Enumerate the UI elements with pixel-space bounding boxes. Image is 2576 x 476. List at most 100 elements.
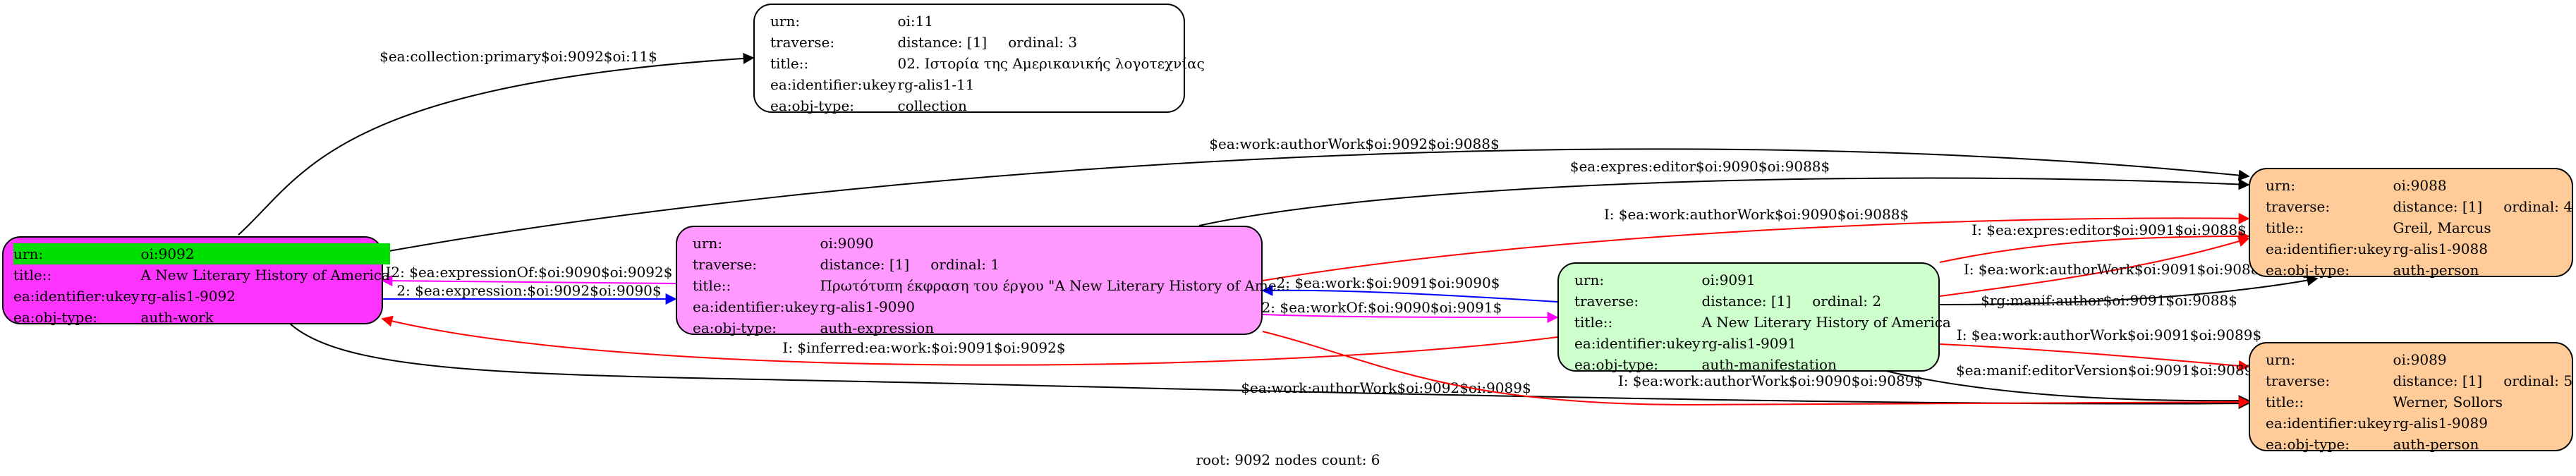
edge-inferred-authorwork-9090-9088 — [1262, 212, 2250, 281]
title-value: A New Literary History of America — [140, 267, 390, 283]
node-oi-11[interactable]: urn: oi:11 traverse: distance: [1] ordinal:… — [753, 4, 1205, 114]
type-label: ea:obj-type: — [693, 319, 777, 336]
title-label: title:: — [2266, 219, 2304, 236]
urn-label: urn: — [770, 13, 801, 30]
edge-label-inferred-authorwork-9091-9088: I: $ea:work:authorWork$oi:9091$oi:9088$ — [1964, 261, 2268, 278]
node-oi-9091[interactable]: urn: oi:9091 traverse: distance: [1] ordina… — [1557, 262, 1951, 373]
distance-value: distance: [1] — [2393, 372, 2483, 389]
edge-manif-editorversion — [1869, 366, 2250, 407]
edge-label-expression: 2: $ea:expression:$oi:9092$oi:9090$ — [396, 282, 661, 299]
ukey-label: ea:identifier:ukey — [13, 288, 140, 305]
edge-label-work-authorwork-9092-9088: $ea:work:authorWork$oi:9092$oi:9088$ — [1209, 135, 1499, 152]
edge-rg-manif-author — [1939, 274, 2319, 305]
ukey-value: rg-alis1-9088 — [2393, 240, 2488, 257]
edge-inferred-authorwork-9091-9089 — [1939, 343, 2250, 372]
edge-label-work-of: I2: $ea:workOf:$oi:9090$oi:9091$ — [1256, 299, 1502, 316]
edge-work — [1261, 284, 1558, 303]
edge-label-work: 2: $ea:work:$oi:9091$oi:9090$ — [1277, 274, 1500, 291]
type-label: ea:obj-type: — [2266, 262, 2350, 279]
ukey-label: ea:identifier:ukey — [2266, 240, 2392, 257]
urn-value: oi:9090 — [820, 235, 874, 252]
type-value: auth-person — [2393, 262, 2479, 279]
distance-value: distance: [1] — [897, 34, 988, 51]
ukey-value: rg-alis1-11 — [897, 76, 975, 93]
node-oi-9088[interactable]: urn: oi:9088 traverse: distance: [1] ordina… — [2249, 168, 2573, 279]
urn-value: oi:9089 — [2393, 351, 2447, 368]
type-value: auth-person — [2393, 436, 2479, 453]
distance-value: distance: [1] — [2393, 198, 2483, 215]
edge-work-of — [1262, 311, 1559, 323]
node-oi-9092[interactable]: urn: oi:9092 title::A New Literary Histor… — [2, 236, 390, 326]
urn-value: oi:9092 — [140, 245, 195, 262]
edge-label-inferred-editor-9091-9088: I: $ea:expres:editor$oi:9091$oi:9088$ — [1972, 221, 2247, 238]
type-label: ea:obj-type: — [2266, 436, 2350, 453]
ordinal-value: ordinal: 4 — [2503, 198, 2573, 215]
title-label: title:: — [1574, 314, 1613, 331]
ordinal-value: ordinal: 3 — [1008, 34, 1078, 51]
urn-label: urn: — [2266, 351, 2296, 368]
traverse-label: traverse: — [770, 34, 835, 51]
ordinal-value: ordinal: 5 — [2503, 372, 2573, 389]
ukey-label: ea:identifier:ukey — [2266, 415, 2392, 432]
edge-inferred-work — [381, 315, 1558, 366]
title-value: Werner, Sollors — [2393, 393, 2503, 410]
title-label: title:: — [693, 277, 731, 294]
traverse-label: traverse: — [2266, 198, 2331, 215]
urn-value: oi:9088 — [2393, 177, 2447, 194]
ukey-value: rg-alis1-9092 — [140, 288, 236, 305]
urn-value: oi:9091 — [1701, 271, 1756, 288]
edge-label-work-authorwork-9092-9089: $ea:work:authorWork$oi:9092$oi:9089$ — [1241, 379, 1531, 396]
distance-value: distance: [1] — [1701, 293, 1792, 310]
traverse-label: traverse: — [693, 256, 758, 273]
ordinal-value: ordinal: 1 — [930, 256, 1000, 273]
title-label: title:: — [13, 267, 52, 283]
edge-inferred-editor-9091-9088 — [1939, 231, 2250, 263]
edge-expres-editor-9090-9088 — [1198, 177, 2250, 226]
title-value: Πρωτότυπη έκφραση του έργου "A New Liter… — [820, 277, 1290, 294]
ukey-label: ea:identifier:ukey — [770, 76, 897, 93]
distance-value: distance: [1] — [820, 256, 910, 273]
ukey-label: ea:identifier:ukey — [1574, 335, 1701, 352]
edge-label-expression-of: I2: $ea:expressionOf:$oi:9090$oi:9092$ — [386, 264, 673, 281]
edge-label-inferred-authorwork-9090-9089: I: $ea:work:authorWork$oi:9090$oi:9089$ — [1618, 372, 1923, 389]
edge-label-rg-manif-author: $rg:manif:author$oi:9091$oi:9088$ — [1981, 292, 2237, 309]
type-label: ea:obj-type: — [13, 309, 98, 326]
ukey-value: rg-alis1-9091 — [1701, 335, 1797, 352]
edge-work-authorwork-9092-9088 — [380, 148, 2250, 253]
edge-label-inferred-authorwork-9090-9088: I: $ea:work:authorWork$oi:9090$oi:9088$ — [1604, 206, 1909, 223]
title-value: A New Literary History of America — [1701, 314, 1951, 331]
type-label: ea:obj-type: — [770, 97, 855, 114]
node-oi-9089[interactable]: urn: oi:9089 traverse: distance: [1] ordina… — [2249, 342, 2573, 453]
urn-value: oi:11 — [897, 13, 934, 30]
title-label: title:: — [2266, 393, 2304, 410]
title-value: 02. Ιστορία της Αμερικανικής λογοτεχνίας — [897, 55, 1205, 72]
graph-footer: root: 9092 nodes count: 6 — [1196, 451, 1380, 468]
edge-label-expres-editor-9090-9088: $ea:expres:editor$oi:9090$oi:9088$ — [1570, 158, 1830, 175]
type-value: auth-manifestation — [1701, 356, 1837, 373]
edge-inferred-authorwork-9091-9088 — [1939, 236, 2250, 297]
edge-label-manif-editorversion: $ea:manif:editorVersion$oi:9091$oi:9089$ — [1956, 362, 2262, 379]
edge-inferred-authorwork-9090-9089 — [1262, 331, 2250, 408]
type-label: ea:obj-type: — [1574, 356, 1659, 373]
urn-label: urn: — [2266, 177, 2296, 194]
node-oi-9090[interactable]: urn: oi:9090 traverse: distance: [1] ordina… — [676, 226, 1290, 336]
title-label: title:: — [770, 55, 809, 72]
traverse-label: traverse: — [1574, 293, 1639, 310]
edge-collection-primary — [238, 52, 755, 236]
edge-label-inferred-work: I: $inferred:ea:work:$oi:9091$oi:9092$ — [782, 339, 1065, 356]
traverse-label: traverse: — [2266, 372, 2331, 389]
urn-label: urn: — [1574, 271, 1605, 288]
type-value: auth-work — [140, 309, 214, 326]
urn-label: urn: — [693, 235, 723, 252]
title-value: Greil, Marcus — [2393, 219, 2491, 236]
edge-label-inferred-authorwork-9091-9089: I: $ea:work:authorWork$oi:9091$oi:9089$ — [1957, 327, 2261, 343]
ukey-value: rg-alis1-9090 — [820, 298, 915, 315]
type-value: collection — [897, 97, 967, 114]
type-value: auth-expression — [820, 319, 935, 336]
urn-label: urn: — [13, 245, 44, 262]
edge-label-collection-primary: $ea:collection:primary$oi:9092$oi:11$ — [379, 48, 657, 65]
ordinal-value: ordinal: 2 — [1812, 293, 1882, 310]
ukey-label: ea:identifier:ukey — [693, 298, 819, 315]
edge-expression-of — [381, 275, 676, 287]
